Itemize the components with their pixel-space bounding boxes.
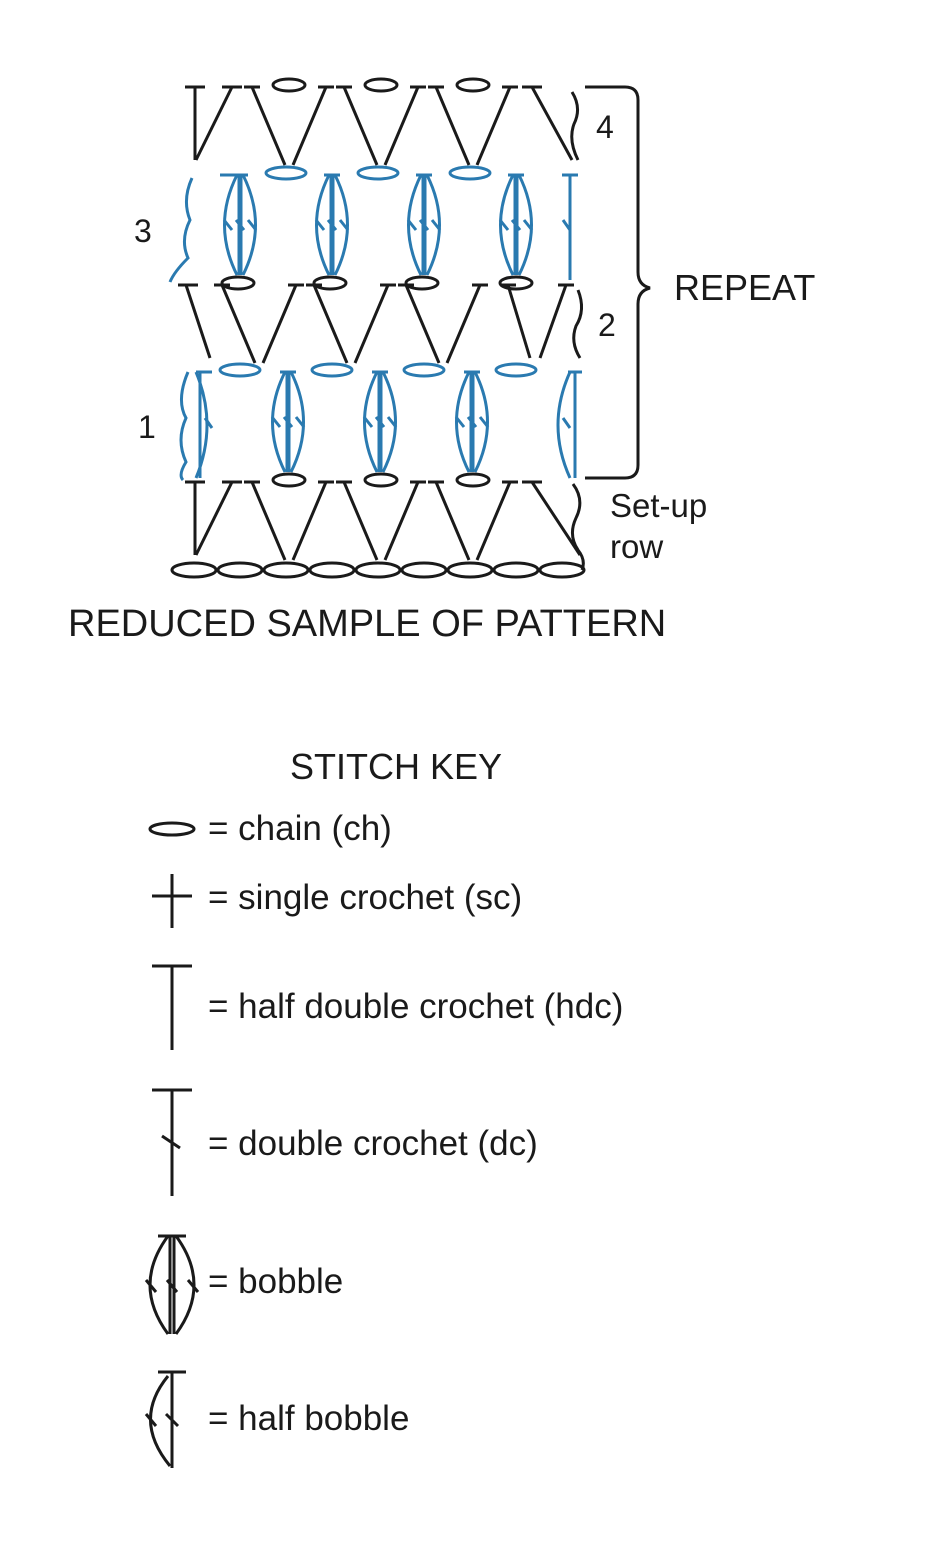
repeat-label: REPEAT bbox=[674, 267, 815, 308]
double-crochet-icon bbox=[152, 1088, 192, 1196]
row-3 bbox=[168, 165, 578, 283]
half-double-crochet-icon bbox=[152, 964, 192, 1050]
row-4 bbox=[185, 77, 580, 167]
single-crochet-icon bbox=[152, 874, 192, 928]
key-item-bobble-label: = bobble bbox=[208, 1262, 343, 1301]
foundation-chain bbox=[170, 561, 586, 579]
key-item-half-bobble-label: = half bobble bbox=[208, 1399, 409, 1438]
row-4-label: 4 bbox=[596, 109, 614, 145]
key-item-sc-label: = single crochet (sc) bbox=[208, 878, 522, 917]
key-item-hdc-label: = half double crochet (hdc) bbox=[208, 987, 623, 1026]
diagram-caption: REDUCED SAMPLE OF PATTERN bbox=[68, 603, 666, 645]
chain-icon bbox=[148, 821, 196, 837]
key-item-chain-label: = chain (ch) bbox=[208, 809, 392, 848]
row-1-label: 1 bbox=[138, 409, 156, 445]
setup-row-label-line2: row bbox=[610, 528, 663, 565]
repeat-brace bbox=[585, 85, 651, 480]
row-3-label: 3 bbox=[134, 213, 152, 249]
setup-row bbox=[185, 472, 585, 571]
key-item-dc-label: = double crochet (dc) bbox=[208, 1124, 538, 1163]
row-2 bbox=[178, 275, 583, 365]
setup-row-label-line1: Set-up bbox=[610, 487, 707, 524]
half-bobble-icon bbox=[144, 1370, 186, 1468]
row-1 bbox=[179, 362, 582, 482]
stitch-key-title: STITCH KEY bbox=[290, 746, 502, 787]
bobble-icon bbox=[144, 1234, 200, 1335]
row-2-label: 2 bbox=[598, 307, 616, 343]
